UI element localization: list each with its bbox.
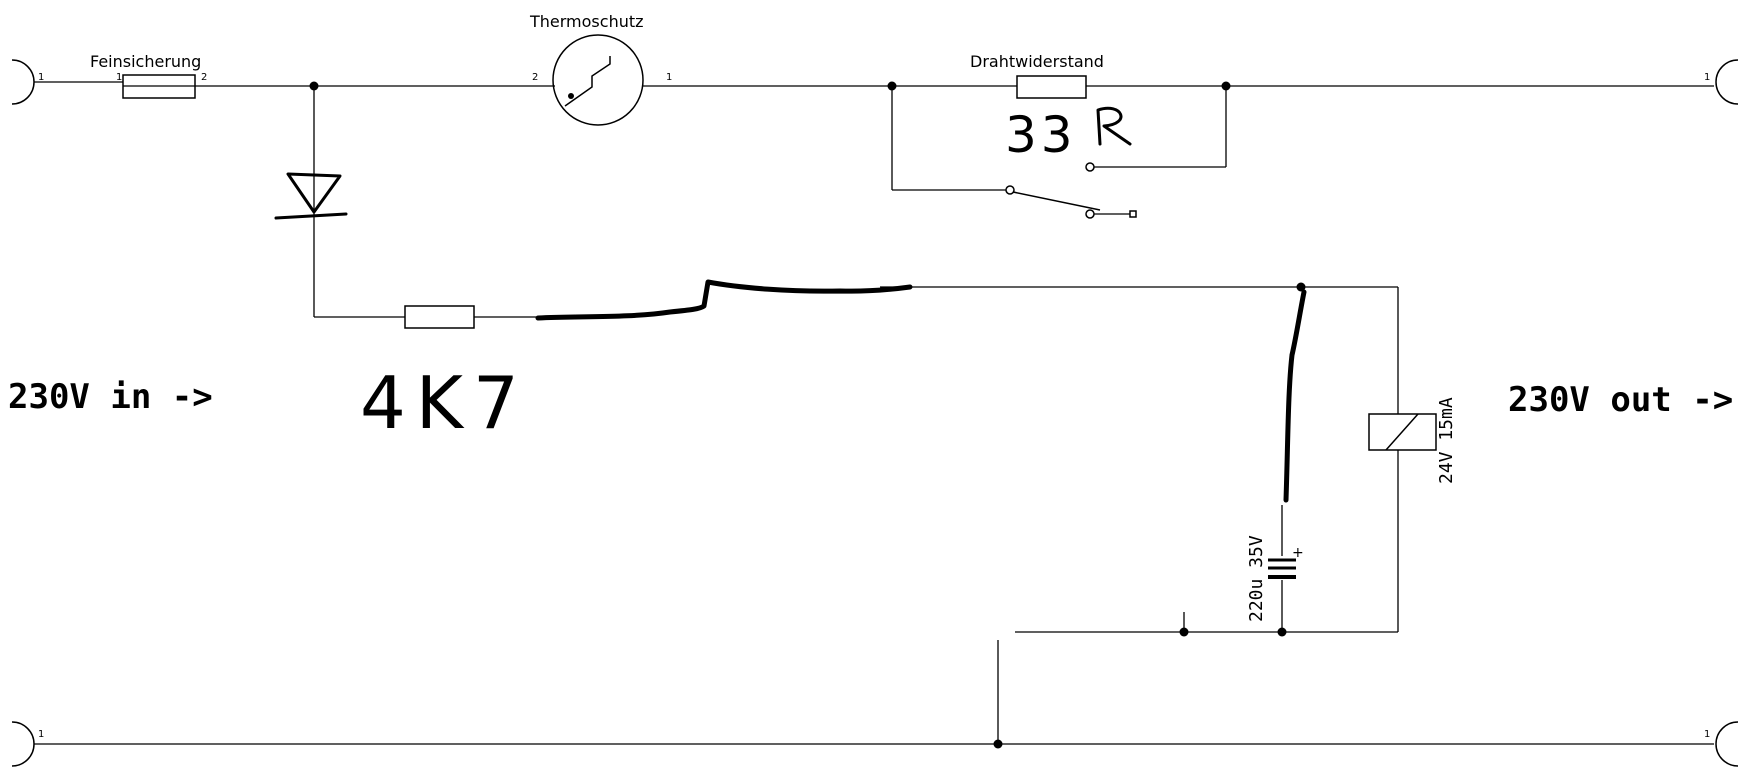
pin-label: 1 xyxy=(38,72,44,83)
relay-coil-icon xyxy=(1368,413,1437,451)
thermal-label: Thermoschutz xyxy=(529,12,644,31)
connector-bottom-left-icon xyxy=(11,721,35,767)
resistor-4k7-icon xyxy=(404,305,475,329)
thermal-switch-icon xyxy=(552,34,644,126)
wire-resistor-label: Drahtwiderstand xyxy=(970,52,1104,71)
switch-contact-icon xyxy=(1085,209,1095,219)
pin-label: 1 xyxy=(38,729,44,740)
connector-top-left-icon xyxy=(11,59,35,105)
junction-dot xyxy=(887,81,897,91)
junction-dot xyxy=(993,739,1003,749)
junction-dot xyxy=(1221,81,1231,91)
junction-dot xyxy=(1277,627,1287,637)
handwritten-wire xyxy=(1283,289,1307,503)
pin-label: 1 xyxy=(666,72,672,83)
fuse-label: Feinsicherung xyxy=(90,52,201,71)
handwritten-4k7-label: 4K7 xyxy=(360,361,529,445)
pin-label: 1 xyxy=(1704,729,1710,740)
input-label: 230V in -> xyxy=(8,377,213,417)
capacitor-plus-label: + xyxy=(1292,545,1304,561)
diode-bar xyxy=(274,212,348,220)
connector-top-right-icon xyxy=(1715,59,1739,105)
junction-dot xyxy=(1296,282,1306,292)
switch-pivot-icon xyxy=(1005,185,1015,195)
handwritten-wire xyxy=(535,279,913,321)
switch-terminal-icon xyxy=(1129,210,1137,218)
switch-contact-icon xyxy=(1085,162,1095,172)
output-label: 230V out -> xyxy=(1508,380,1733,420)
relay-label: 24V 15mA xyxy=(1436,397,1457,484)
capacitor-label: 220u 35V xyxy=(1246,535,1267,622)
handwritten-r-glyph xyxy=(1096,106,1132,146)
thermal-switch-element xyxy=(564,56,611,107)
connector-bottom-right-icon xyxy=(1715,721,1739,767)
wire-resistor-icon xyxy=(1016,75,1087,99)
junction-dot xyxy=(1179,627,1189,637)
pin-label: 2 xyxy=(532,72,538,83)
switch-icon xyxy=(1012,191,1101,211)
pin-label: 1 xyxy=(116,72,122,83)
diode-icon xyxy=(286,172,342,214)
handwritten-33-label: 33 xyxy=(1005,106,1077,164)
pin-label: 1 xyxy=(1704,72,1710,83)
thermal-switch-dot xyxy=(568,93,574,99)
relay-coil-diagonal xyxy=(1385,413,1419,451)
pin-label: 2 xyxy=(201,72,207,83)
